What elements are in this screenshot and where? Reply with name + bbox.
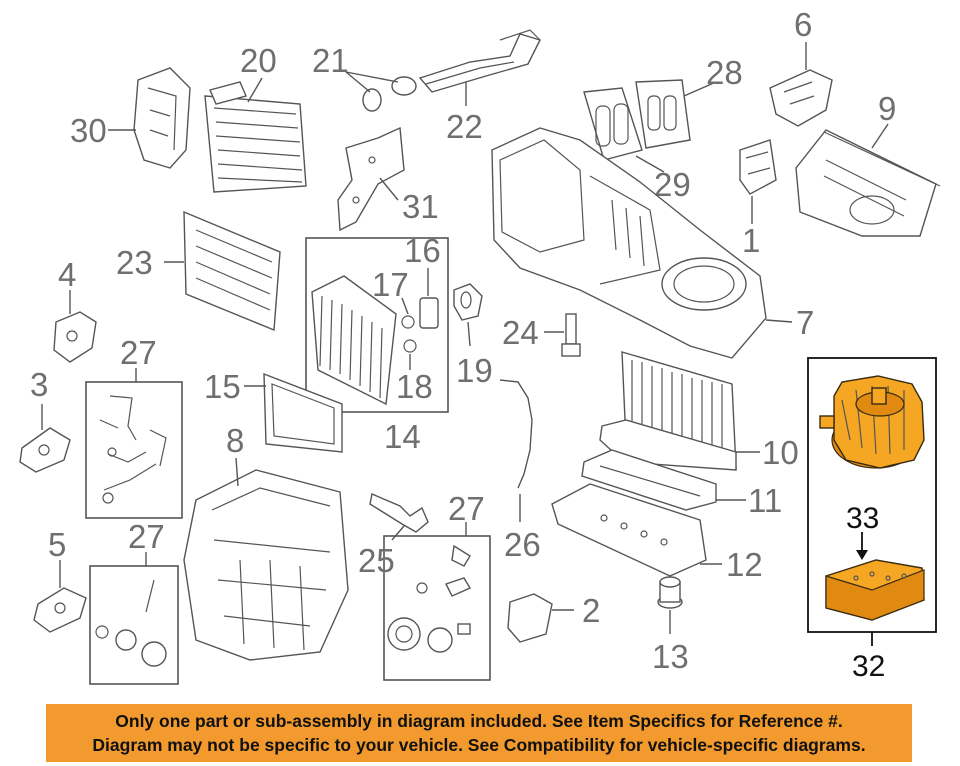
callout-18: 18 — [396, 368, 433, 405]
callout-4: 4 — [58, 256, 76, 293]
callout-3: 3 — [30, 366, 48, 403]
callout-27-b: 27 — [128, 518, 165, 555]
callout-12: 12 — [726, 546, 763, 583]
callout-1: 1 — [742, 222, 760, 259]
callout-15: 15 — [204, 368, 241, 405]
part-27-b-gears — [95, 579, 167, 667]
part-3-actuator — [19, 427, 71, 473]
callout-11: 11 — [748, 482, 782, 519]
part-9-blower-housing — [795, 129, 941, 237]
callout-20: 20 — [240, 42, 277, 79]
disclaimer-banner: Only one part or sub-assembly in diagram… — [46, 704, 912, 762]
callout-17: 17 — [372, 266, 409, 303]
part-14-evaporator — [311, 275, 397, 406]
callout-22: 22 — [446, 108, 483, 145]
part-30-bracket — [133, 67, 191, 169]
part-28-seal — [635, 79, 691, 149]
part-31-bracket — [337, 126, 405, 232]
part-25-sensor — [369, 493, 429, 533]
callout-16: 16 — [404, 232, 441, 269]
callout-8: 8 — [226, 422, 244, 459]
part-17-o-ring — [401, 315, 415, 329]
part-29-seal — [583, 87, 643, 161]
part-20-heater-core — [204, 81, 307, 193]
part-16-expansion-valve — [419, 297, 439, 329]
part-6-actuator — [769, 69, 833, 127]
part-4-actuator — [53, 311, 97, 363]
part-5-actuator — [33, 587, 87, 633]
part-33-resistor — [825, 559, 925, 621]
callout-6: 6 — [794, 6, 812, 43]
callout-23: 23 — [116, 244, 153, 281]
part-27-a-linkages — [99, 395, 167, 504]
callout-10: 10 — [762, 434, 799, 471]
group-box-14 — [305, 237, 449, 413]
part-26-hose — [499, 379, 533, 489]
callout-31: 31 — [402, 188, 439, 225]
callout-14: 14 — [384, 418, 421, 455]
part-13-plug — [657, 576, 683, 609]
part-18-o-ring — [403, 339, 417, 353]
part-11-frame — [581, 449, 717, 511]
callout-24: 24 — [502, 314, 539, 351]
callout-13: 13 — [652, 638, 689, 675]
callout-26: 26 — [504, 526, 541, 563]
callout-25: 25 — [358, 542, 395, 579]
group-box-27-b — [89, 565, 179, 685]
part-8-lower-housing — [183, 469, 349, 661]
callout-28: 28 — [706, 54, 743, 91]
callout-29: 29 — [654, 166, 691, 203]
part-24-sensor — [561, 313, 581, 357]
part-32-blower-motor — [819, 375, 925, 469]
part-19-grommet — [453, 283, 483, 321]
group-box-27-c — [383, 535, 491, 681]
part-21-seals — [362, 76, 417, 112]
callout-32: 32 — [852, 650, 885, 683]
callout-2: 2 — [582, 592, 600, 629]
group-box-27-a — [85, 381, 183, 519]
callout-30: 30 — [70, 112, 107, 149]
banner-line-2: Diagram may not be specific to your vehi… — [92, 735, 866, 755]
part-22-pipes — [418, 29, 541, 93]
callout-19: 19 — [456, 352, 493, 389]
part-15-filter-frame — [263, 372, 343, 453]
part-7-main-housing — [491, 127, 767, 359]
callout-7: 7 — [796, 304, 814, 341]
banner-line-1: Only one part or sub-assembly in diagram… — [115, 711, 843, 731]
callout-33: 33 — [846, 502, 879, 535]
part-2-module — [507, 593, 553, 643]
callout-9: 9 — [878, 90, 896, 127]
part-1-actuator — [739, 139, 777, 195]
callout-21: 21 — [312, 42, 349, 79]
part-27-c-gears — [387, 544, 472, 653]
callout-5: 5 — [48, 526, 66, 563]
part-23-core — [183, 210, 281, 332]
callout-27-c: 27 — [448, 490, 485, 527]
callout-27-a: 27 — [120, 334, 157, 371]
part-12-tray — [551, 483, 707, 577]
